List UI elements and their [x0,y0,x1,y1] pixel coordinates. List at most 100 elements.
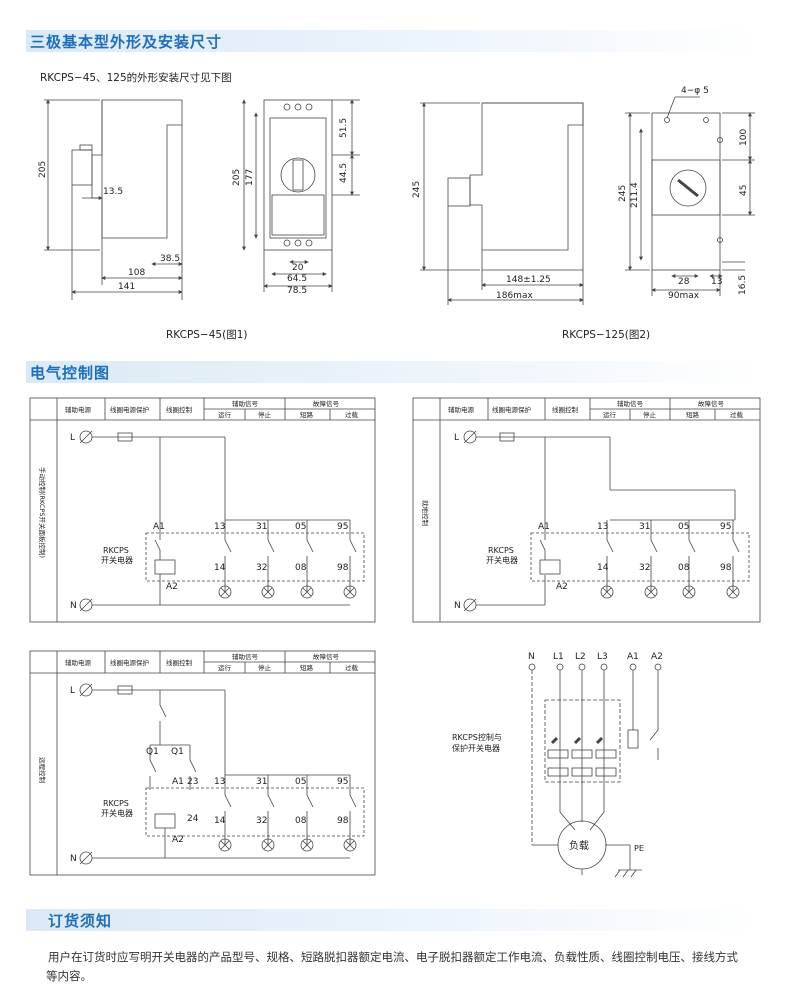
figure1-caption: RKCPS−45(图1) [166,329,248,341]
section-bar-wiring: 电气控制图 [26,361,760,383]
dim-100: 100 [739,129,749,146]
fig1-front-view [242,99,360,292]
term-14-3: 14 [214,816,226,826]
term-N-3: N [70,854,77,864]
section-title-ordering: 订货须知 [48,912,113,930]
dim-205-front: 205 [232,169,242,186]
term-98-1: 98 [337,563,349,573]
term-Q1-b: Q1 [171,747,184,757]
term-05-3: 05 [295,777,306,787]
mc-A1: A1 [627,652,639,662]
term-31-2: 31 [639,522,650,532]
term-05-2: 05 [678,522,689,532]
dim-148: 148±1.25 [506,275,551,285]
mc-load: 负载 [569,839,589,852]
term-14-2: 14 [597,563,609,573]
figure2-caption: RKCPS−125(图2) [562,329,651,341]
dim-20: 20 [292,263,304,273]
hdr-short-1: 短路 [300,410,314,419]
term-23-3: 23 [187,777,198,787]
term-32-2: 32 [639,563,650,573]
hdr-coil-ctrl-3: 线圈控制 [166,658,193,667]
term-05-1: 05 [295,522,306,532]
section-bar-dimensions: 三极基本型外形及安装尺寸 [26,30,760,52]
section-title-dimensions: 三极基本型外形及安装尺寸 [30,33,223,51]
mc-L2: L2 [575,652,586,662]
term-08-3: 08 [295,816,307,826]
hdr-stop-1: 停止 [258,410,272,419]
term-L-3: L [70,686,75,696]
term-A2-3: A2 [172,835,184,845]
hdr-coil-protect-1: 线圈电源保护 [110,405,149,414]
hdr-run-3: 运行 [218,663,232,672]
term-13-3: 13 [214,777,225,787]
hdr-overload-1: 过载 [345,410,359,419]
hdr-aux-signal-2: 辅助信号 [617,399,644,408]
fig2-front-view [625,96,755,296]
dim-13-5: 13.5 [103,187,123,197]
term-N-1: N [70,601,77,611]
term-A1-1: A1 [153,522,165,532]
section-bar-ordering: 订货须知 [26,909,760,931]
hdr-fault-signal-3: 故障信号 [313,652,340,661]
dim-90max: 90max [668,291,700,301]
device-label-1a: RKCPS [103,546,129,555]
term-A2-2: A2 [556,582,568,592]
mc-L3: L3 [597,652,608,662]
dim-186max: 186max [496,291,533,301]
hdr-aux-power-1: 辅助电源 [65,405,92,414]
term-A1-2: A1 [538,522,550,532]
hdr-run-2: 运行 [603,410,617,419]
term-A2-1: A2 [166,582,178,592]
term-95-3: 95 [337,777,348,787]
hdr-coil-protect-3: 线圈电源保护 [110,658,149,667]
term-13-2: 13 [597,522,608,532]
dim-245: 245 [412,181,422,198]
hdr-run-1: 运行 [218,410,232,419]
hdr-aux-power-2: 辅助电源 [448,405,475,414]
term-Q1-a: Q1 [146,747,159,757]
hdr-aux-signal-3: 辅助信号 [232,652,259,661]
fig2-side-view [420,102,584,305]
mc-label-b: 保护开关电器 [452,743,500,753]
dim-64-5: 64.5 [287,274,307,284]
dim-28: 28 [678,277,690,287]
dim-13: 13 [711,277,722,287]
dim-108: 108 [128,268,145,278]
dim-hole: 4−φ 5 [681,86,709,96]
term-32-1: 32 [256,563,267,573]
device-label-3a: RKCPS [103,799,129,808]
dim-51-5: 51.5 [339,118,349,138]
hdr-stop-3: 停止 [258,663,272,672]
dim-16-5: 16.5 [738,275,748,295]
term-L-1: L [70,433,75,443]
term-31-3: 31 [256,777,267,787]
mc-A2: A2 [651,652,663,662]
mc-N: N [528,652,535,662]
device-label-1b: 开关电器 [101,555,133,565]
hdr-short-2: 短路 [686,410,700,419]
side-label-manual: 手动控制(RKCPS开关面板控制) [38,467,47,558]
term-A1-3: A1 [172,777,184,787]
mc-pe: PE [634,844,644,853]
hdr-overload-2: 过载 [730,410,744,419]
main-circuit-diagram [528,663,662,878]
hdr-stop-2: 停止 [643,410,657,419]
device-label-2a: RKCPS [488,546,514,555]
dim-245-front: 245 [618,185,628,202]
hdr-overload-3: 过载 [345,663,359,672]
hdr-fault-signal-1: 故障信号 [313,399,340,408]
dim-78-5: 78.5 [287,286,307,296]
dim-44-5: 44.5 [339,163,349,183]
dim-45: 45 [739,185,749,196]
term-13-1: 13 [214,522,225,532]
term-95-1: 95 [337,522,348,532]
term-N-2: N [454,601,461,611]
term-98-3: 98 [337,816,349,826]
mc-L1: L1 [553,652,564,662]
side-label-local: 就地控制 [421,500,430,527]
hdr-aux-power-3: 辅助电源 [65,658,92,667]
hdr-coil-ctrl-1: 线圈控制 [166,405,193,414]
intro-text: RKCPS−45、125的外形安装尺寸见下图 [40,72,232,84]
